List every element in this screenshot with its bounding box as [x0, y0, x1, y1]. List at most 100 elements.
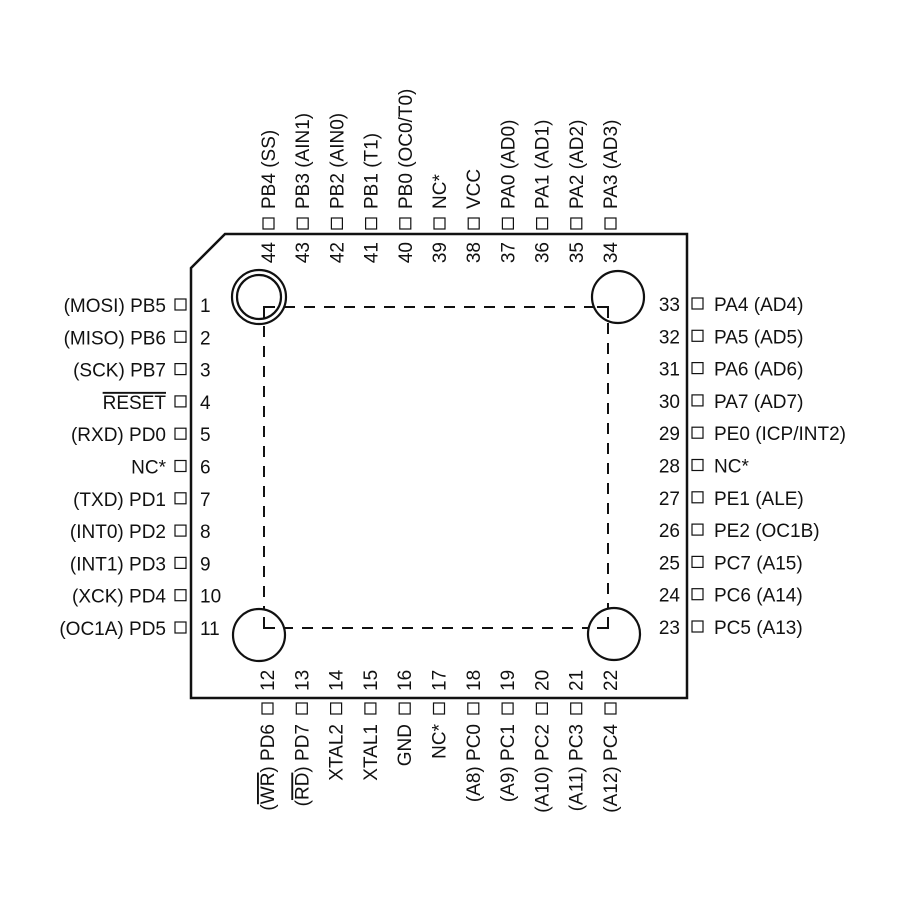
pin-label: (TXD) PD1	[73, 490, 166, 511]
pin-label: VCC	[464, 169, 485, 209]
pin-label-active-low: WR	[258, 773, 279, 805]
pin-pad-square	[535, 702, 549, 715]
pin-pad-square	[262, 217, 275, 230]
pin-pad-square	[174, 395, 187, 408]
pin-number: 43	[293, 242, 314, 263]
pin-number: 42	[327, 242, 348, 263]
pin-22: 22(A12) PC4	[601, 670, 622, 813]
corner-circle-bottom-right	[586, 606, 642, 662]
pin-pad-square	[174, 524, 187, 537]
pin-label: PA0 (AD0)	[498, 120, 519, 209]
pin-label-prefix: (MISO)	[64, 328, 131, 349]
pin-label-name: PD3	[129, 554, 166, 575]
pin-7: 7(TXD) PD1	[73, 490, 210, 511]
pin-19: 19(A9) PC1	[498, 670, 519, 802]
pin-number: 31	[659, 360, 680, 381]
pin-label: PB0 (OC0/T0)	[396, 89, 417, 209]
pin-label: PA2 (AD2)	[567, 120, 588, 209]
pin-number: 16	[395, 670, 416, 691]
pin-label: (A11) PC3	[567, 724, 588, 811]
pin-label-prefix: (INT1)	[70, 554, 129, 575]
pin-number: 3	[200, 361, 211, 382]
pin-label: NC*	[430, 174, 451, 209]
pin-number: 38	[464, 242, 485, 263]
pin-label: (A12) PC4	[601, 724, 622, 813]
pin-label: PC7 (A15)	[714, 553, 803, 574]
pin-number: 13	[292, 670, 313, 691]
pin-number: 21	[567, 670, 588, 691]
pin-pad-square	[691, 620, 704, 633]
pin-pad-square	[501, 702, 514, 715]
pin-1: 1(MOSI) PB5	[64, 296, 211, 317]
pin-label-active-low: RD	[292, 773, 313, 800]
pin-label-name: PD2	[129, 522, 166, 543]
pin-label-name: PB7	[130, 361, 166, 382]
die-outline-dashed	[263, 306, 609, 629]
pin-pad-square	[174, 492, 187, 505]
pin-label: NC*	[430, 723, 451, 758]
pin-number: 10	[200, 587, 221, 608]
pin-pad-square	[174, 298, 187, 311]
pin-41: 41 PB1 (T1)	[362, 133, 383, 263]
pin-pad-square	[691, 555, 704, 569]
pin-label: (OC1A) PD5	[59, 619, 166, 640]
pin-number: 34	[601, 242, 622, 264]
pin-label: PA3 (AD3)	[601, 120, 622, 209]
pin-label: (MISO) PB6	[64, 328, 166, 349]
pin-pad-square	[467, 702, 480, 715]
pin-number: 23	[659, 618, 680, 639]
package-body	[189, 232, 689, 700]
pin-number: 27	[659, 489, 680, 510]
pin-number: 28	[659, 457, 680, 478]
pin-number: 24	[659, 586, 681, 607]
pin-label: PA1 (AD1)	[533, 120, 554, 209]
pin-label: (RD) PD7	[292, 724, 313, 806]
pin-label: (WR) PD6	[258, 724, 279, 811]
pin-pad-square	[174, 363, 187, 376]
pin-label: (RXD) PD0	[71, 425, 166, 446]
pin-label-name: PD5	[129, 619, 166, 640]
pin-number: 32	[659, 327, 680, 348]
pin-10: 10(XCK) PD4	[72, 587, 221, 608]
pin-label: PC6 (A14)	[714, 586, 803, 607]
pin-label-name: PB5	[130, 296, 166, 317]
pin-number: 18	[464, 670, 485, 691]
pin-label: PB1 (T1)	[362, 133, 383, 209]
pin-pad-square	[691, 491, 704, 504]
pin-20: 20(A10) PC2	[532, 670, 553, 813]
pin-label-prefix: (RXD)	[71, 425, 129, 446]
pin-label-name: PD4	[129, 587, 166, 608]
pin-pad-square	[691, 297, 704, 310]
pin-number: 41	[362, 242, 383, 263]
pin-label: PB4 (SS)	[259, 130, 280, 209]
pin-pad-square	[399, 217, 412, 230]
pin-pad-square	[174, 621, 187, 634]
pin-label: (SCK) PB7	[73, 361, 166, 382]
pin-pad-square	[432, 702, 446, 715]
pin-pad-square	[604, 217, 617, 230]
pin-pad-square	[691, 426, 704, 439]
pin-8: 8(INT0) PD2	[70, 522, 211, 543]
pin-label-rest: ) PD6	[258, 724, 279, 773]
pin-label: PA7 (AD7)	[714, 392, 803, 413]
pin-label: (A9) PC1	[498, 724, 519, 802]
pin-number: 12	[258, 670, 279, 691]
pin-label-name: NC*	[131, 458, 166, 479]
pin-pad-square	[501, 217, 514, 230]
